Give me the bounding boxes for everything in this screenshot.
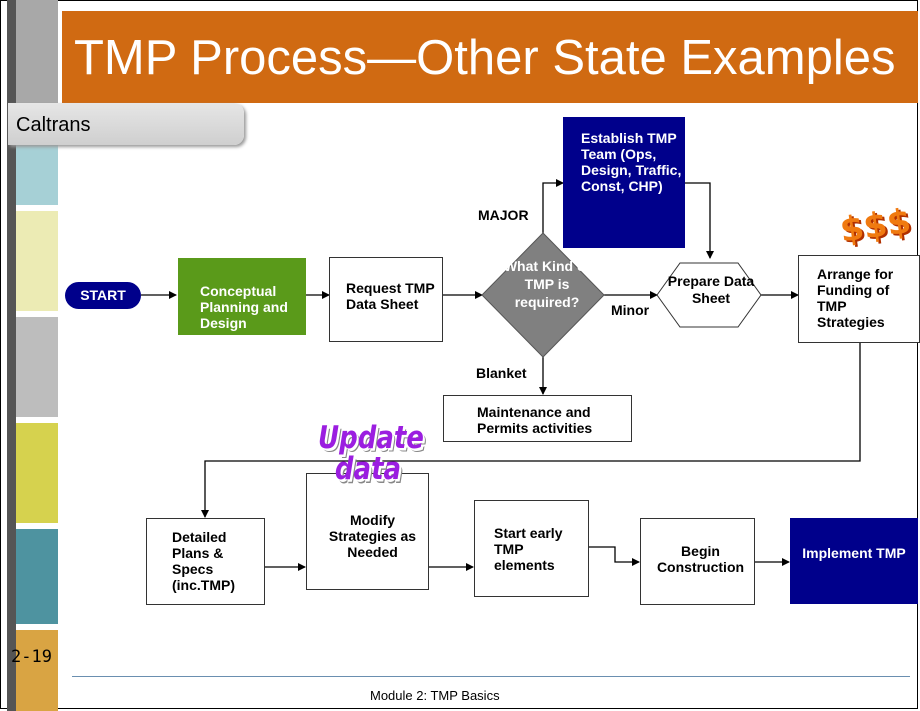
prepare-hexagon xyxy=(656,262,762,328)
page-number: 2-19 xyxy=(11,647,52,667)
conceptual-box: Conceptual Planning and Design xyxy=(178,258,306,335)
slide-title: TMP Process—Other State Examples xyxy=(74,31,896,85)
arrow-establish-prepare xyxy=(685,182,714,259)
request-text: Request TMP Data Sheet xyxy=(346,280,435,312)
start-node: START xyxy=(65,282,141,309)
arrow-startearly-begin xyxy=(589,546,640,566)
decision-diamond xyxy=(481,232,605,358)
establish-text: Establish TMP Team (Ops, Design, Traffic… xyxy=(581,130,682,194)
modify-text: Modify Strategies as Needed xyxy=(328,512,417,560)
modify-box: Modify Strategies as Needed xyxy=(306,473,429,590)
start-early-box: Start early TMP elements xyxy=(474,500,589,597)
caltrans-tab xyxy=(8,103,244,145)
establish-box: Establish TMP Team (Ops, Design, Traffic… xyxy=(563,117,685,248)
caltrans-tab-label: Caltrans xyxy=(16,114,91,136)
label-major: MAJOR xyxy=(478,207,529,223)
maintenance-box: Maintenance and Permits activities xyxy=(443,395,632,442)
maintenance-text: Maintenance and Permits activities xyxy=(477,404,593,436)
decision-text: What Kind of TMP is required? xyxy=(503,258,591,310)
update-data-wordart: Update data xyxy=(318,420,424,488)
request-box: Request TMP Data Sheet xyxy=(329,257,443,342)
footer-divider xyxy=(72,676,910,677)
sidebar-edge xyxy=(7,0,16,711)
begin-text: Begin Construction xyxy=(656,543,745,575)
detailed-box: Detailed Plans & Specs (inc.TMP) xyxy=(146,518,265,605)
footer-text: Module 2: TMP Basics xyxy=(370,688,500,703)
arrow-decision-establish xyxy=(542,179,564,233)
label-blanket: Blanket xyxy=(476,365,527,381)
prepare-text: Prepare Data Sheet xyxy=(667,273,755,306)
arrange-box: Arrange for Funding of TMP Strategies xyxy=(798,255,920,343)
sidebar xyxy=(7,0,58,711)
title-bar xyxy=(62,11,918,103)
arrange-text: Arrange for Funding of TMP Strategies xyxy=(817,266,894,330)
arrow-arrange-detailed xyxy=(201,343,861,518)
detailed-text: Detailed Plans & Specs (inc.TMP) xyxy=(172,529,235,593)
start-early-text: Start early TMP elements xyxy=(494,525,563,573)
begin-box: Begin Construction xyxy=(640,518,755,605)
label-minor: Minor xyxy=(611,302,650,318)
implement-text: Implement TMP xyxy=(802,545,906,561)
conceptual-text: Conceptual Planning and Design xyxy=(200,283,288,331)
implement-box: Implement TMP xyxy=(790,518,918,604)
